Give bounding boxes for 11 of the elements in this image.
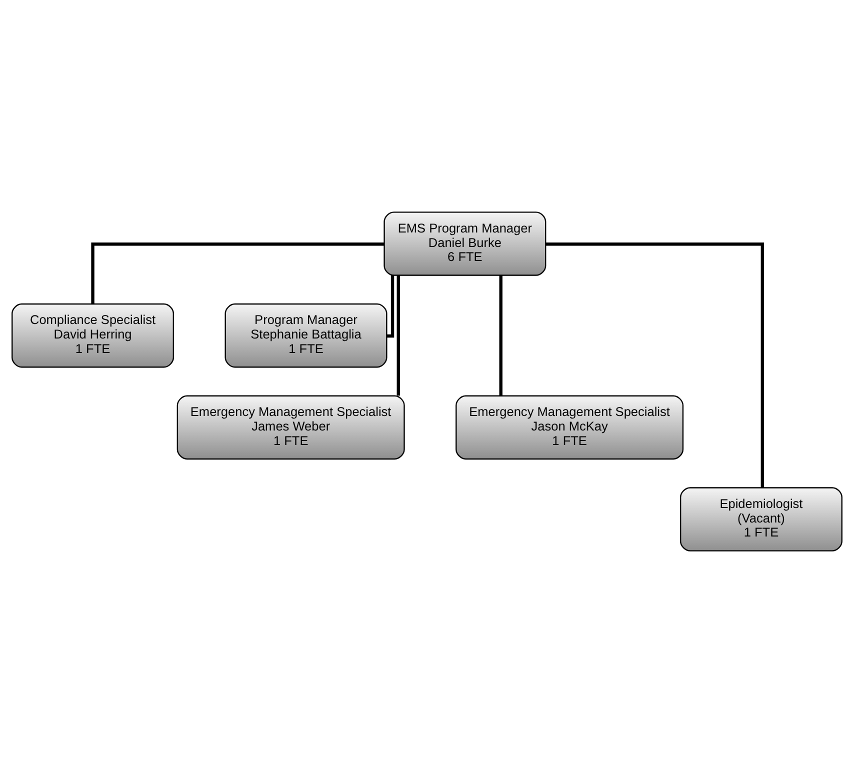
node-box: Compliance Specialist David Herring 1 FTE xyxy=(12,303,174,368)
connector xyxy=(91,242,384,304)
node-box: Emergency Management Specialist James Weber 1 FTE xyxy=(176,395,405,460)
node-box: Emergency Management Specialist Jason McKay 1 FTE xyxy=(456,395,684,460)
connector xyxy=(546,242,764,488)
node-box: Program Manager Stephanie Battaglia 1 FTE xyxy=(224,303,388,368)
node-box: Epidemiologist (Vacant) 1 FTE xyxy=(680,487,842,552)
connector xyxy=(386,275,394,338)
connector xyxy=(499,275,502,396)
node-box: EMS Program Manager Daniel Burke 6 FTE xyxy=(384,212,546,276)
connector xyxy=(396,275,400,396)
